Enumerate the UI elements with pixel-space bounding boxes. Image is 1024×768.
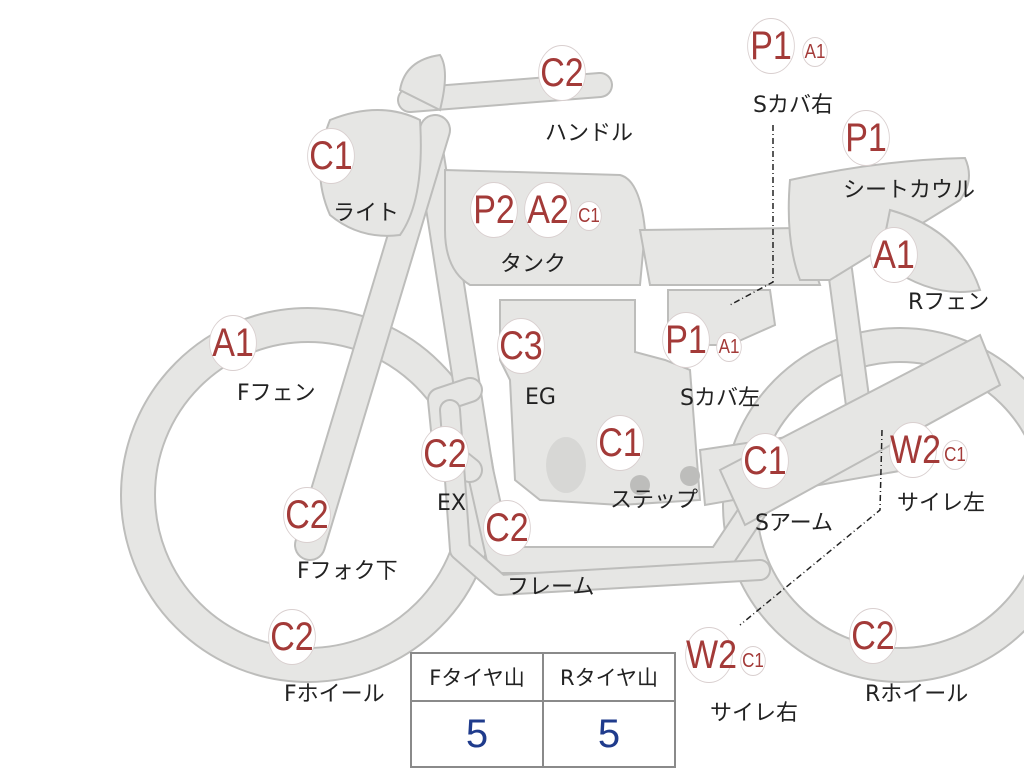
- part-label-exhaust: EX: [437, 491, 466, 516]
- rear-tire-value: 5: [542, 700, 676, 768]
- grade-badge-tank-a2: A2: [524, 182, 572, 238]
- grade-badge-front-wheel: C2: [268, 609, 316, 665]
- muffler-shape: [718, 333, 1002, 527]
- part-label-engine: EG: [525, 385, 556, 410]
- grade-badge-step: C1: [596, 415, 644, 471]
- grade-badge-muffler-left-c1: C1: [942, 440, 968, 470]
- grade-badge-muffler-left-w2: W2: [889, 422, 941, 478]
- step-peg: [630, 475, 650, 495]
- part-label-step: ステップ: [610, 488, 699, 513]
- grade-badge-handle: C2: [538, 45, 586, 101]
- tire-table-value-row: 5 5: [410, 700, 676, 768]
- part-label-muffler-left: サイレ左: [897, 491, 986, 516]
- part-label-swing-arm: Sアーム: [755, 511, 833, 536]
- grade-badge-tank-p2: P2: [470, 182, 518, 238]
- leader-line-muffler: [739, 429, 883, 626]
- part-label-handle: ハンドル: [545, 121, 634, 146]
- step-peg: [680, 466, 700, 486]
- grade-badge-exhaust: C2: [421, 426, 469, 482]
- part-label-rear-wheel: Rホイール: [865, 682, 969, 707]
- tire-table-header-row: Fタイヤ山 Rタイヤ山: [410, 652, 676, 702]
- grade-badge-engine: C3: [497, 318, 545, 374]
- engine-cover: [546, 437, 586, 493]
- seat-cowl-shape: [787, 156, 970, 281]
- grade-badge-frame: C2: [483, 500, 531, 556]
- part-label-muffler-right: サイレ右: [710, 701, 799, 726]
- grade-badge-side-cover-left-p1: P1: [662, 312, 710, 368]
- part-label-side-cover-left: Sカバ左: [680, 386, 760, 411]
- grade-badge-side-cover-right-a1: A1: [802, 37, 828, 67]
- grade-badge-side-cover-left-a1: A1: [716, 332, 742, 362]
- rear-tire-header: Rタイヤ山: [542, 652, 676, 702]
- grade-badge-seat-cowl: P1: [842, 110, 890, 166]
- grade-badge-rear-fender: A1: [870, 227, 918, 283]
- part-label-rear-fender: Rフェン: [908, 290, 990, 315]
- part-label-front-wheel: Fホイール: [284, 682, 385, 707]
- grade-badge-front-fender: A1: [209, 315, 257, 371]
- grade-badge-tank-c1: C1: [576, 201, 602, 231]
- part-label-front-fender: Fフェン: [237, 381, 316, 406]
- grade-badge-muffler-right-c1: C1: [740, 646, 766, 676]
- grade-badge-light: C1: [307, 128, 355, 184]
- part-label-tank: タンク: [500, 252, 567, 277]
- tire-tread-table: Fタイヤ山 Rタイヤ山 5 5: [410, 652, 676, 768]
- front-tire-header: Fタイヤ山: [410, 652, 544, 702]
- part-label-light: ライト: [333, 201, 400, 226]
- part-label-frame: フレーム: [507, 575, 595, 600]
- grade-badge-rear-wheel: C2: [849, 608, 897, 664]
- grade-badge-side-cover-right-p1: P1: [747, 18, 795, 74]
- part-label-side-cover-right: Sカバ右: [753, 93, 833, 118]
- seat-shape: [638, 226, 822, 286]
- grade-badge-swing-arm: C1: [741, 433, 789, 489]
- leader-line-side-cover: [729, 125, 774, 306]
- part-label-front-fork: Fフォク下: [297, 559, 398, 584]
- grade-badge-muffler-right-w2: W2: [685, 627, 737, 683]
- front-tire-value: 5: [410, 700, 544, 768]
- part-label-seat-cowl: シートカウル: [843, 178, 976, 203]
- grade-badge-front-fork: C2: [283, 487, 331, 543]
